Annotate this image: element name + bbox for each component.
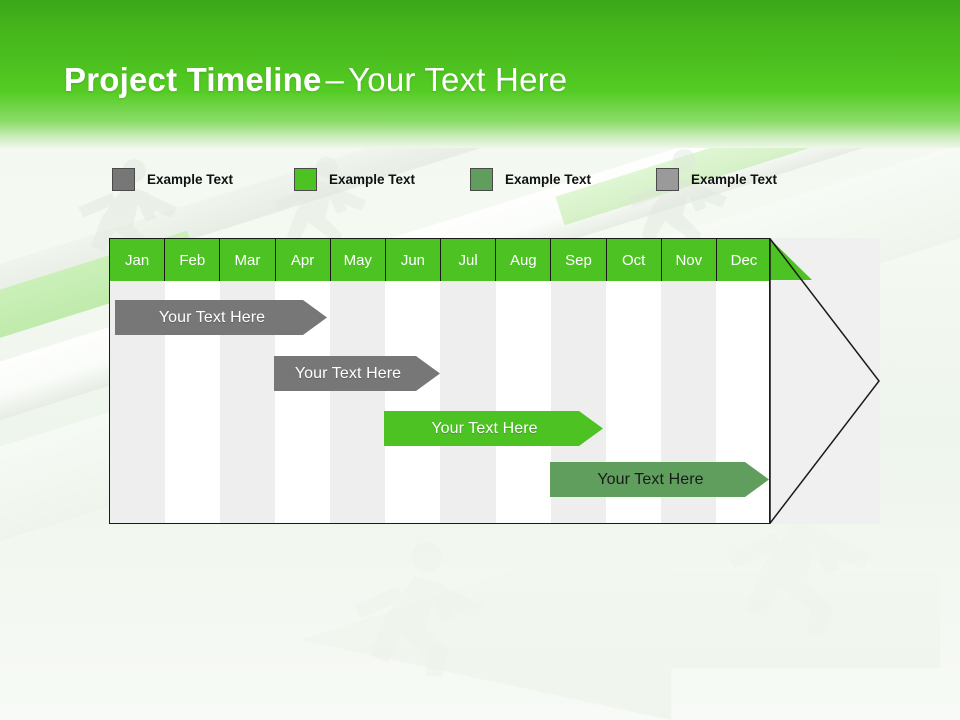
timeline-bar-label-4: Your Text Here [597,470,704,488]
month-label-jan: Jan [124,251,150,269]
timeline-bar-label-2: Your Text Here [294,364,402,382]
timeline-bar-label-1: Your Text Here [158,308,266,326]
timeline-bar-4[interactable]: Your Text Here [550,462,769,497]
legend-label-1: Example Text [147,172,234,187]
month-cell-may[interactable]: May [330,239,386,281]
legend-item-3[interactable]: Example Text [470,168,656,191]
month-cell-jan[interactable]: Jan [110,239,166,281]
month-cell-jul[interactable]: Jul [441,239,497,281]
column-jun [385,281,441,523]
page-title-dash: – [325,61,345,98]
month-cell-apr[interactable]: Apr [275,239,331,281]
legend-label-4: Example Text [691,172,778,187]
month-label-feb: Feb [179,251,206,269]
legend-swatch-dark-green [470,168,493,191]
timeline-chart: Jan Feb Mar Apr May Jun Jul Aug Sep Oct … [109,238,880,524]
month-cell-nov[interactable]: Nov [661,239,717,281]
legend: Example Text Example Text Example Text E… [112,168,777,191]
title-banner [0,0,960,148]
page-title-strong: Project Timeline [64,61,322,98]
legend-item-2[interactable]: Example Text [294,168,470,191]
timeline-bars: Your Text Here Your Text Here Your Text … [109,280,880,524]
column-may [330,281,386,523]
month-cell-feb[interactable]: Feb [165,239,221,281]
legend-item-1[interactable]: Example Text [112,168,294,191]
legend-swatch-green [294,168,317,191]
month-cell-jun[interactable]: Jun [385,239,442,281]
month-cell-aug[interactable]: Aug [496,239,552,281]
chart-grid-body: Jan Feb Mar Apr May Jun Jul Aug Sep Oct … [109,238,770,524]
month-cell-dec[interactable]: Dec [716,239,769,281]
legend-label-2: Example Text [329,172,416,187]
timeline-bar-label-3: Your Text Here [431,419,538,437]
legend-swatch-light-gray [656,168,679,191]
timeline-bar-3[interactable]: Your Text Here [384,411,603,446]
month-cell-mar[interactable]: Mar [220,239,276,281]
legend-item-4[interactable]: Example Text [656,168,777,191]
month-label-aug: Aug [509,251,537,269]
month-label-oct: Oct [621,251,646,269]
month-label-apr: Apr [290,251,315,269]
month-label-jul: Jul [458,251,478,269]
month-cell-sep[interactable]: Sep [551,239,607,281]
page-title-light: Your Text Here [348,61,568,98]
month-header-row: Jan Feb Mar Apr May Jun Jul Aug Sep Oct … [110,239,769,281]
legend-label-3: Example Text [505,172,592,187]
timeline-bar-2[interactable]: Your Text Here [274,356,440,391]
timeline-bar-1[interactable]: Your Text Here [115,300,327,335]
legend-swatch-gray [112,168,135,191]
month-label-sep: Sep [565,251,592,269]
column-jul [440,281,496,523]
month-label-mar: Mar [234,251,261,269]
month-label-jun: Jun [400,251,426,269]
month-label-nov: Nov [675,251,703,269]
page-title: Project Timeline–Your Text Here [64,58,567,102]
month-cell-oct[interactable]: Oct [606,239,662,281]
column-aug [495,281,551,523]
month-label-dec: Dec [730,251,758,269]
month-label-may: May [343,251,372,269]
